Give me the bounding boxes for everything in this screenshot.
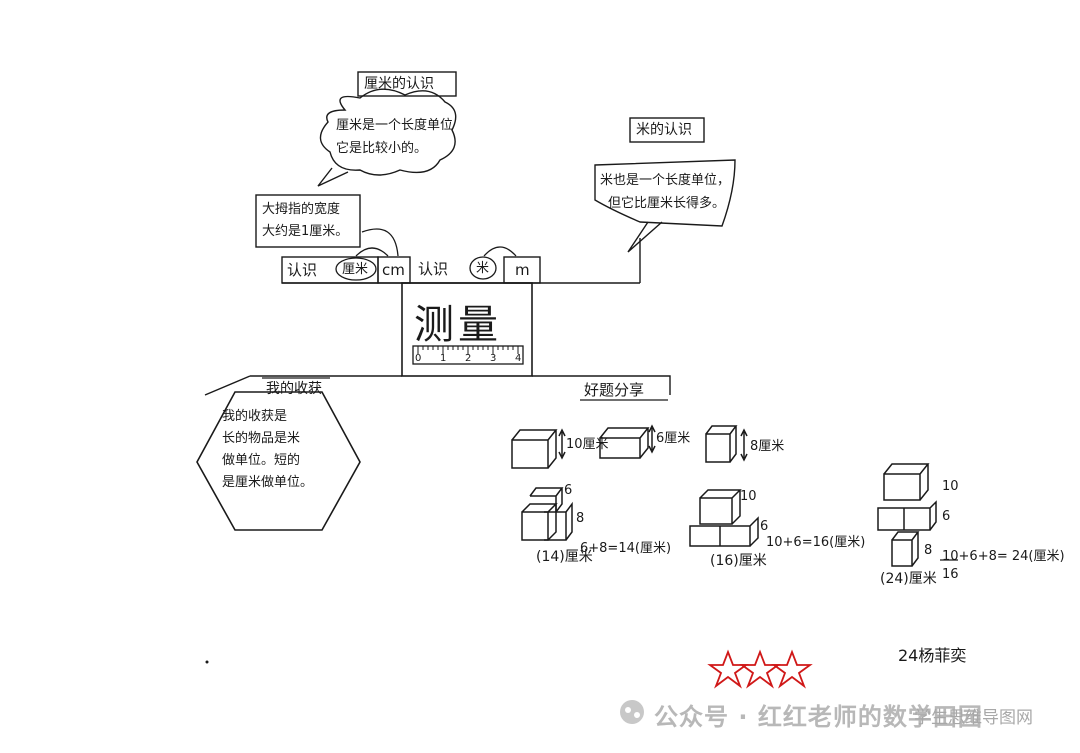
stack2-answer: (16)厘米 [710,553,767,569]
stack2-top-label: 10 [740,489,757,504]
ruler-tick-label: 1 [440,353,447,364]
harvest-title: 我的收获 [266,381,322,397]
box-size-label: 8厘米 [750,439,785,454]
stack2-bottom-label: 6 [760,519,769,534]
cm-note-line: 大拇指的宽度 [262,202,341,217]
harvest-line: 做单位。短的 [222,453,301,468]
harvest-line: 长的物品是米 [222,431,301,446]
problems-title: 好题分享 [584,381,645,399]
stack1-calc: 6+8=14(厘米) [580,541,672,556]
cm-section-title: 厘米的认识 [364,76,434,92]
watermark-sub: 学生思维导图网 [914,708,1033,728]
m-section-title: 米的认识 [636,122,692,138]
stack3-sub: 16 [942,567,959,582]
box-size-label: 10厘米 [566,437,609,452]
cm-symbol: cm [382,261,405,279]
m-bubble-line: 米也是一个长度单位， [600,173,731,188]
recognize-label-m: 认识 [418,260,449,278]
cm-circled: 厘米 [342,262,369,277]
stack2-calc: 10+6=16(厘米) [766,535,866,550]
harvest-line: 是厘米做单位。 [222,475,314,490]
stack3-bottom-label: 8 [924,543,933,558]
cm-note-line: 大约是1厘米。 [262,224,349,239]
cm-bubble-line: 它是比较小的。 [336,141,428,156]
stack1-top-label: 6 [564,483,573,498]
stack3-calc: 10+6+8= 24(厘米) [942,549,1065,564]
stack3-mid-label: 6 [942,509,951,524]
stack3-top-label: 10 [942,479,959,494]
harvest-line: 我的收获是 [222,409,288,424]
ruler-tick-label: 3 [490,353,497,364]
signature: 24杨菲奕 [898,646,967,665]
ruler-tick-label: 0 [415,353,422,364]
stack1-bottom-label: 8 [576,511,585,526]
watermark-main: 公众号 · 红红老师的数学田园 [654,703,983,731]
m-circled: 米 [476,261,490,276]
m-bubble-line: 但它比厘米长得多。 [608,196,726,211]
ruler-tick-label: 4 [515,353,522,364]
recognize-label-cm: 认识 [287,261,318,279]
cm-bubble-line: 厘米是一个长度单位 [336,118,454,133]
center-title: 测量 [414,302,502,348]
stack1-answer: (14)厘米 [536,549,593,565]
m-symbol: m [515,261,530,279]
box-size-label: 6厘米 [656,431,691,446]
ruler-tick-label: 2 [465,353,472,364]
stack3-answer: (24)厘米 [880,571,937,587]
